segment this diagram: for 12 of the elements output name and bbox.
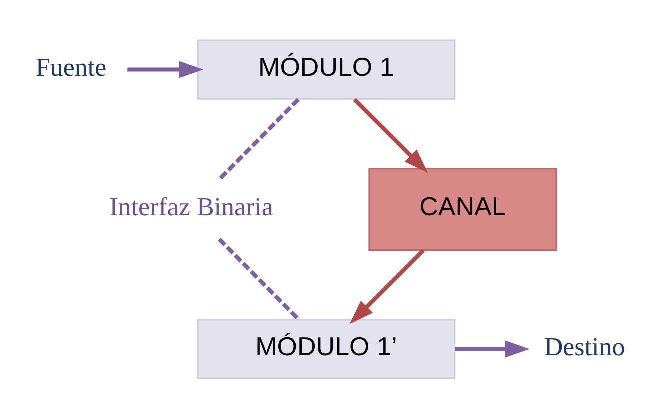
node-text: Interfaz Binaria [110,192,274,222]
node-box: CANAL [368,168,558,250]
arrow [353,98,428,173]
arrow [350,248,425,324]
arrow [128,60,204,78]
node-box: MÓDULO 1 [197,39,456,100]
connector [218,98,300,182]
node-text: Fuente [36,52,107,82]
node-box: MÓDULO 1’ [197,318,456,379]
arrow [455,340,530,358]
connector [218,237,300,321]
node-text: Destino [544,332,626,361]
